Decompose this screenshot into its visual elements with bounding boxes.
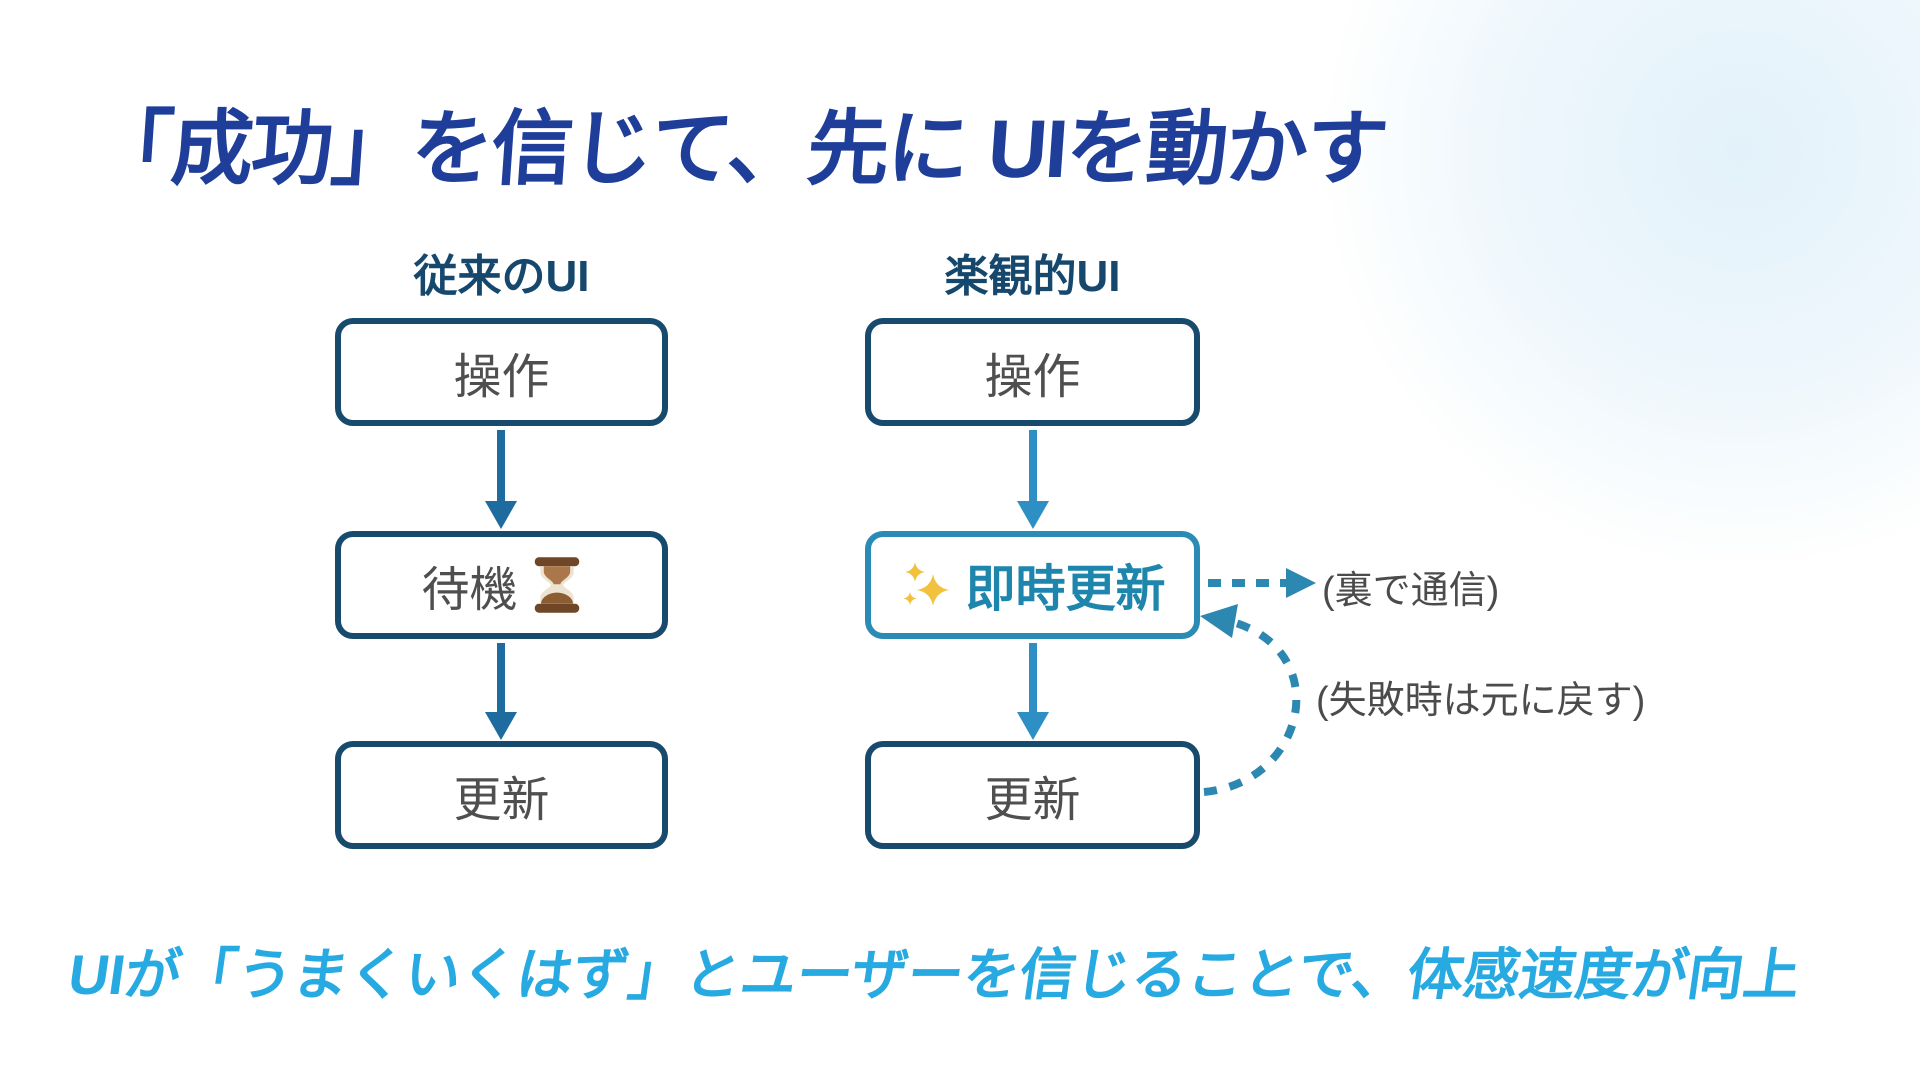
optimistic-step-update-label: 更新	[984, 774, 1081, 827]
traditional-step-update-label: 更新	[453, 774, 550, 827]
sparkles-icon	[903, 562, 949, 606]
optimistic-step-operate-label: 操作	[984, 351, 1081, 404]
arrow-down-optimistic-1	[1017, 430, 1049, 529]
traditional-step-wait-box: 待機	[335, 531, 668, 639]
hourglass-icon	[534, 557, 579, 613]
traditional-ui-heading: 従来のUI	[413, 252, 590, 301]
slide-title: 「成功」を信じて、先に UIを動かす	[88, 104, 1390, 195]
slide-footer-message: UIが「うまくいくはず」とユーザーを信じることで、体感速度が向上	[64, 943, 1805, 1006]
arrow-down-optimistic-2	[1017, 643, 1049, 740]
dashed-arrow-background-comm	[1208, 568, 1316, 598]
optimistic-ui-heading: 楽観的UI	[944, 252, 1121, 301]
traditional-step-update-box: 更新	[335, 741, 668, 849]
arrow-down-traditional-1	[485, 430, 517, 529]
optimistic-step-instant-update-box: 即時更新	[865, 531, 1200, 639]
traditional-step-wait-label: 待機	[421, 564, 518, 617]
arrow-down-traditional-2	[485, 643, 517, 740]
optimistic-step-update-box: 更新	[865, 741, 1200, 849]
optimistic-step-instant-update-label: 即時更新	[965, 561, 1166, 617]
optimistic-step-operate-box: 操作	[865, 318, 1200, 426]
annotation-background-comm: (裏で通信)	[1322, 570, 1500, 612]
dashed-arc-revert-arrow	[1200, 604, 1301, 796]
traditional-step-operate-box: 操作	[335, 318, 668, 426]
annotation-revert-on-fail: (失敗時は元に戻す)	[1316, 680, 1646, 722]
traditional-step-operate-label: 操作	[453, 351, 550, 404]
